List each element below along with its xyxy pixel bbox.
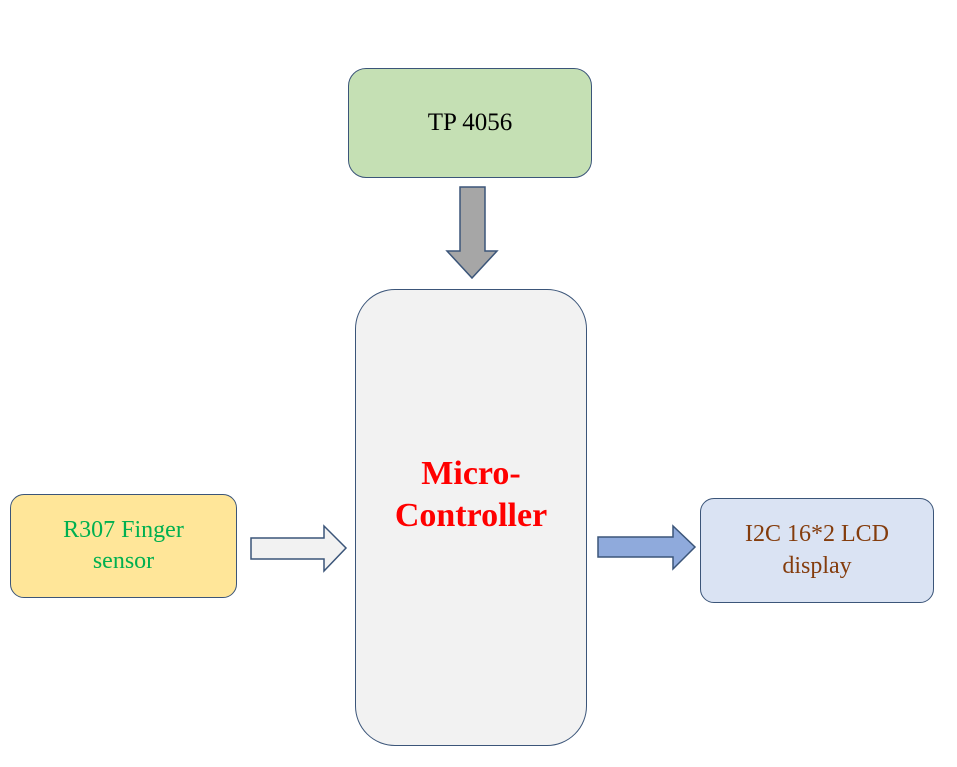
- lcd-display-label-line1: I2C 16*2 LCD: [745, 521, 889, 548]
- lcd-display-label-line2: display: [782, 552, 852, 579]
- lcd-display-label: I2C 16*2 LCD display: [745, 519, 889, 581]
- microcontroller-label-line2: Controller: [394, 497, 548, 534]
- microcontroller-label-line1: Micro-: [421, 454, 521, 492]
- sensor-input-arrow: [250, 524, 348, 573]
- finger-sensor-label-line2: sensor: [92, 548, 155, 574]
- finger-sensor-label-line1: R307 Finger: [63, 516, 184, 543]
- lcd-display-block: I2C 16*2 LCD display: [700, 498, 934, 603]
- finger-sensor-label: R307 Finger sensor: [63, 515, 184, 577]
- lcd-output-arrow: [597, 524, 697, 571]
- microcontroller-label: Micro- Controller: [395, 453, 547, 538]
- finger-sensor-block: R307 Finger sensor: [10, 494, 237, 598]
- power-arrow: [445, 186, 499, 280]
- microcontroller-block: Micro- Controller: [355, 289, 587, 746]
- tp4056-block: TP 4056: [348, 68, 592, 178]
- tp4056-label: TP 4056: [427, 108, 513, 136]
